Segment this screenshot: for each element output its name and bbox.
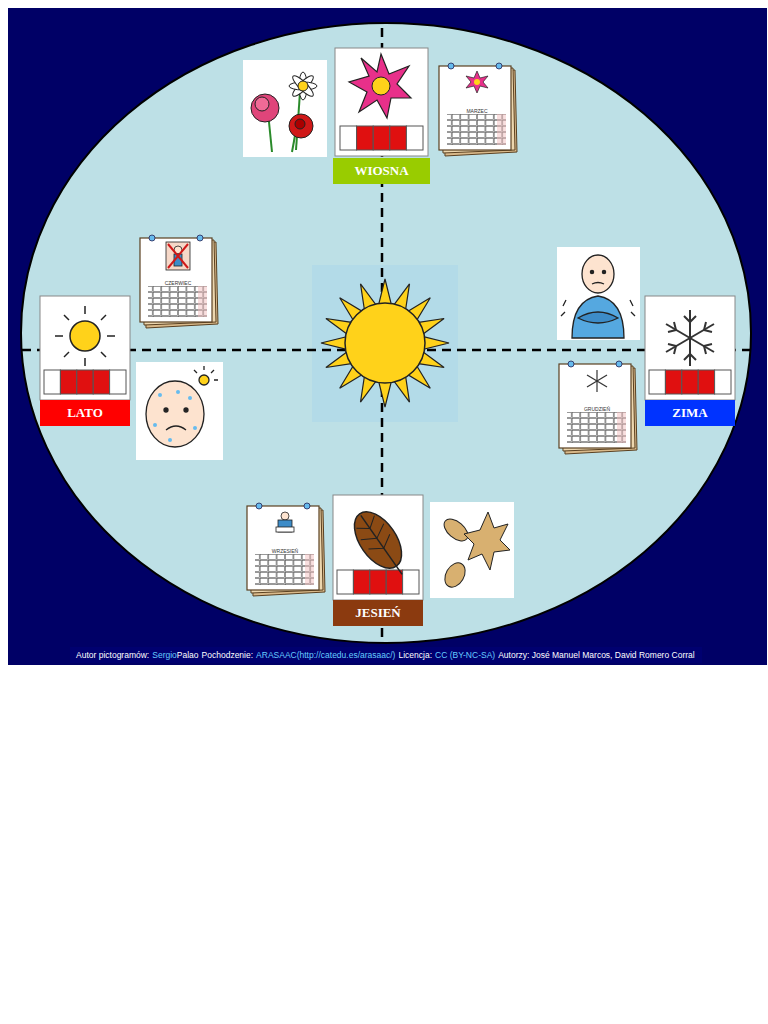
season-label: LATO (40, 400, 130, 426)
month-name: GRUDZIEŃ (565, 406, 629, 412)
season-label: WIOSNA (333, 158, 430, 184)
month-name: CZERWIEC (146, 280, 210, 286)
credit-text: Pochodzenie: (202, 650, 254, 660)
season-card: JESIEŃ (333, 495, 423, 626)
credit-text: Sergio (152, 650, 177, 660)
season-card: WIOSNA (333, 48, 430, 184)
credit-text: CC (BY-NC-SA) (435, 650, 495, 660)
credit-text: (http://catedu.es/arasaac/) (297, 650, 396, 660)
credit-bar: Autor pictogramów:SergioPalaoPochodzenie… (70, 647, 702, 663)
month-name: WRZESIEŃ (253, 548, 317, 554)
credit-text: Autorzy: José Manuel Marcos, David Romer… (498, 650, 695, 660)
credit-text: Licencja: (398, 650, 432, 660)
season-card: ZIMA (645, 296, 735, 426)
credit-text: Palao (177, 650, 199, 660)
season-label: JESIEŃ (333, 600, 423, 626)
credit-text: Autor pictogramów: (76, 650, 149, 660)
season-label: ZIMA (645, 400, 735, 426)
season-card: LATO (40, 296, 130, 426)
month-name: MARZEC (445, 108, 509, 114)
credit-text: ARASAAC (256, 650, 297, 660)
